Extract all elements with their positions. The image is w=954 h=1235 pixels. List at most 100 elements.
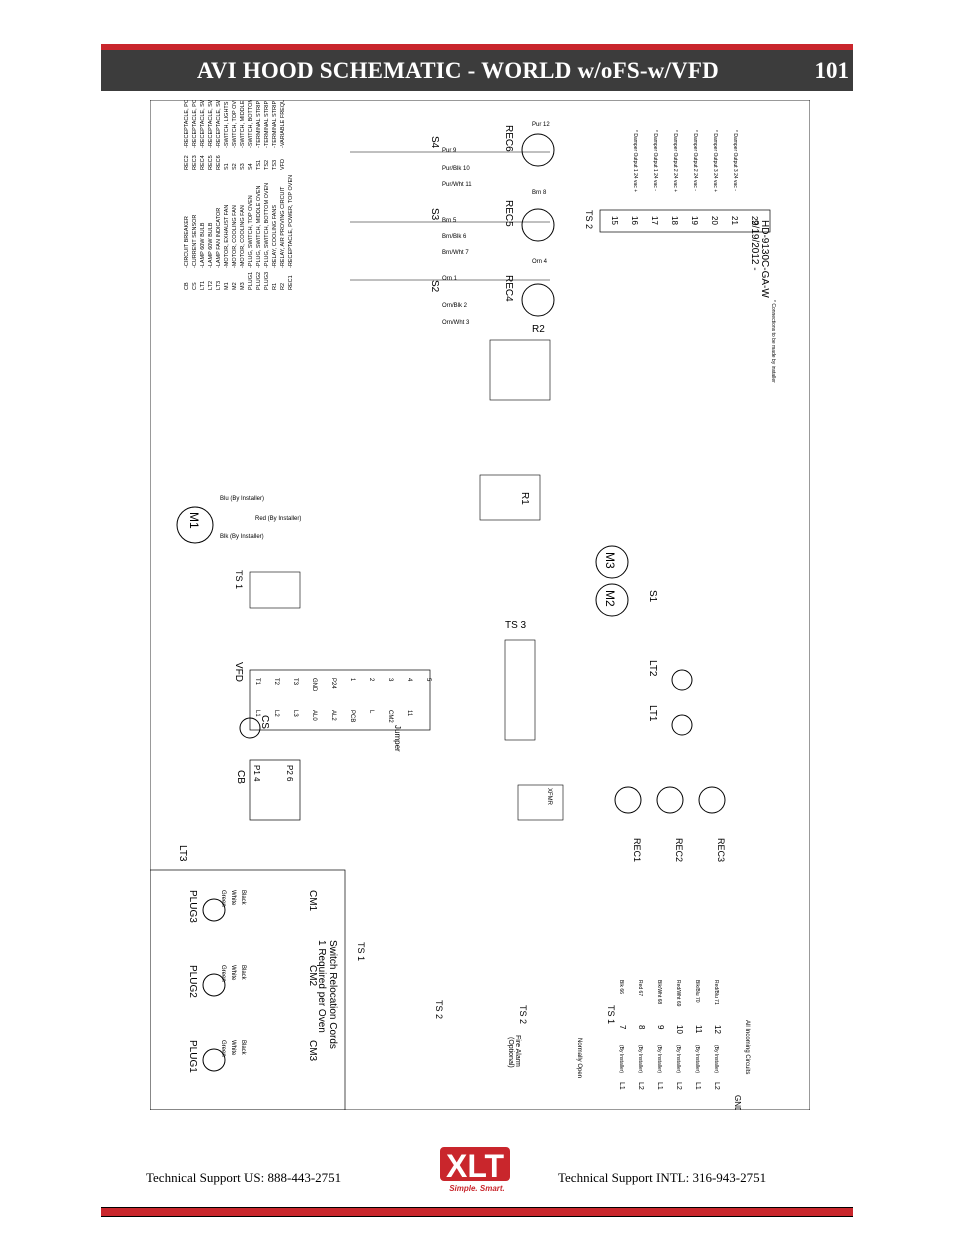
- ts1-wire-5: Red/Blu 71: [713, 980, 719, 1005]
- cord3-green: Green: [220, 890, 226, 907]
- rec6-label: REC6: [503, 125, 514, 152]
- installer-note: * Connections to be made by installer: [770, 300, 776, 383]
- ts2-terminal-17: 17: [650, 216, 659, 225]
- legend-left-desc-8: -PLUG, SWITCH, TOP OVEN: [248, 195, 254, 268]
- motor-m2: [595, 583, 629, 617]
- legend-left-code-0: CB: [184, 282, 190, 290]
- ts2-damper-label-5: * Damper Output 3 24 vac -: [732, 130, 738, 191]
- rec2-label: REC2: [674, 838, 684, 862]
- ts1-line-0: L1: [618, 1082, 625, 1090]
- ts3-strip: [504, 639, 536, 741]
- ts1-wire-0: Blk 66: [618, 980, 624, 994]
- wire-orn-blk2: Orn/Blk 2: [442, 303, 468, 309]
- ts2-terminal-15: 15: [610, 216, 619, 225]
- legend-right-code-12: VFD: [280, 159, 286, 170]
- ts3-label: TS 3: [505, 620, 527, 631]
- legend-left-desc-1: -CURRENT SENSOR: [192, 215, 198, 268]
- relocation-cords-box: [150, 869, 346, 1110]
- doc-id: HD-9130C-GA-W: [759, 220, 770, 298]
- wire-orn4: Orn 4: [532, 259, 548, 265]
- ts1-wire-1: Red 67: [637, 980, 643, 996]
- legend-left-desc-7: -MOTOR, COOLING FAN: [240, 205, 246, 268]
- ts1-terminal-7: 7: [618, 1025, 627, 1030]
- ts1-installer-0: (By Installer): [618, 1045, 624, 1073]
- vfd-bottom-7: 3: [387, 678, 393, 682]
- vfd-block: [249, 669, 431, 731]
- legend-right-code-2: REC4: [200, 155, 206, 170]
- legend-left-code-6: M2: [232, 282, 238, 290]
- cm1-label: CM1: [307, 890, 318, 912]
- m1-wire-blk: Blk (By Installer): [220, 534, 264, 540]
- lt1-label: LT1: [647, 705, 658, 722]
- wire-brn-wht7: Brn/Wht 7: [442, 250, 469, 256]
- s4-label: S4: [429, 136, 440, 149]
- transformer: [517, 784, 564, 821]
- ts1-line-3: L2: [675, 1082, 682, 1090]
- ts1-terminal-9: 9: [656, 1025, 665, 1030]
- legend-left-code-7: M3: [240, 282, 246, 290]
- cord1-green: Green: [220, 1040, 226, 1057]
- page-number: 101: [814, 58, 850, 83]
- legend-right-desc-9: -TERMINAL STRIP: [256, 101, 262, 148]
- ts2-damper-label-4: * Damper Output 3 24 vac +: [712, 130, 718, 192]
- fire-alarm-label: Fire Alarm: [514, 1035, 521, 1067]
- header-bar: [101, 44, 853, 50]
- vfd-top-4: AL2: [330, 710, 336, 721]
- legend-left-code-12: R2: [280, 283, 286, 290]
- ts1-terminal-11: 11: [694, 1025, 703, 1034]
- wire-pur12: Pur 12: [532, 122, 550, 128]
- xfmr-label: XFMR: [546, 788, 552, 806]
- normally-open-label: Normally Open: [576, 1038, 582, 1078]
- s2-label: S2: [429, 280, 440, 293]
- ts1-right-label: TS 1: [606, 1005, 616, 1024]
- ts1-wire-3: Red/Wht 69: [675, 980, 681, 1007]
- legend-right-code-5: S1: [224, 163, 230, 170]
- ts1-wire-2: Blk/Wht 68: [656, 980, 662, 1004]
- legend-right-desc-0: -RECEPTACLE, POWER, MID OVEN: [184, 100, 190, 148]
- ts1-terminal-12: 12: [713, 1025, 722, 1034]
- legend-right-desc-5: -SWITCH, LIGHTS: [224, 101, 230, 148]
- wire-pur-blk10: Pur/Blk 10: [442, 166, 470, 172]
- cb-label: CB: [235, 770, 246, 784]
- legend-right-code-7: S3: [240, 163, 246, 170]
- r1-label: R1: [519, 492, 530, 505]
- plug2-label: PLUG2: [187, 965, 198, 998]
- cord2-black: Black: [240, 965, 246, 981]
- current-sensor: [239, 717, 261, 739]
- ts1-top-label: TS 1: [234, 570, 244, 589]
- legend-left-code-13: REC1: [288, 275, 294, 290]
- ts2-terminal-16: 16: [630, 216, 639, 225]
- rec4-label: REC4: [503, 275, 514, 302]
- circuit-breaker: [249, 759, 301, 821]
- lamp-lt2: [671, 669, 693, 691]
- ts1-motor-strip: [249, 571, 301, 609]
- logo-brand: XLT: [446, 1148, 505, 1184]
- legend-left-desc-3: -LAMP 60W BULB: [208, 222, 214, 268]
- wire-pur9: Pur 9: [442, 148, 457, 154]
- ts1-installer-3: (By Installer): [675, 1045, 681, 1073]
- legend-left-desc-6: -MOTOR, COOLING FAN: [232, 205, 238, 268]
- vfd-bottom-1: T2: [273, 678, 279, 686]
- title-banner: AVI HOOD SCHEMATIC - WORLD w/oFS-w/VFD 1…: [101, 44, 853, 91]
- ts1-installer-4: (By Installer): [694, 1045, 700, 1073]
- motor-m1: [176, 506, 214, 544]
- rec1-label: REC1: [632, 838, 642, 862]
- cb-p2: P2 6: [285, 765, 294, 782]
- legend-left-code-9: PLUG2: [256, 272, 262, 290]
- vfd-top-6: L: [368, 710, 374, 714]
- vfd-label: VFD: [233, 662, 244, 682]
- legend-left-code-1: CS: [192, 282, 198, 290]
- cb-p1: P1 4: [252, 765, 261, 782]
- legend-left-desc-2: -LAMP 60W BULB: [200, 222, 206, 268]
- legend-right-code-10: TS2: [264, 160, 270, 170]
- ts2-terminal-18: 18: [670, 216, 679, 225]
- ts2-damper-label-0: * Damper Output 1 24 vac +: [632, 130, 638, 192]
- support-us: Technical Support US: 888-443-2751: [146, 1170, 342, 1185]
- ts1-terminal-10: 10: [675, 1025, 684, 1034]
- lt2-label: LT2: [647, 660, 658, 677]
- ts1-line-4: L1: [694, 1082, 701, 1090]
- vfd-bottom-2: T3: [292, 678, 298, 686]
- cm3-label: CM3: [307, 1040, 318, 1062]
